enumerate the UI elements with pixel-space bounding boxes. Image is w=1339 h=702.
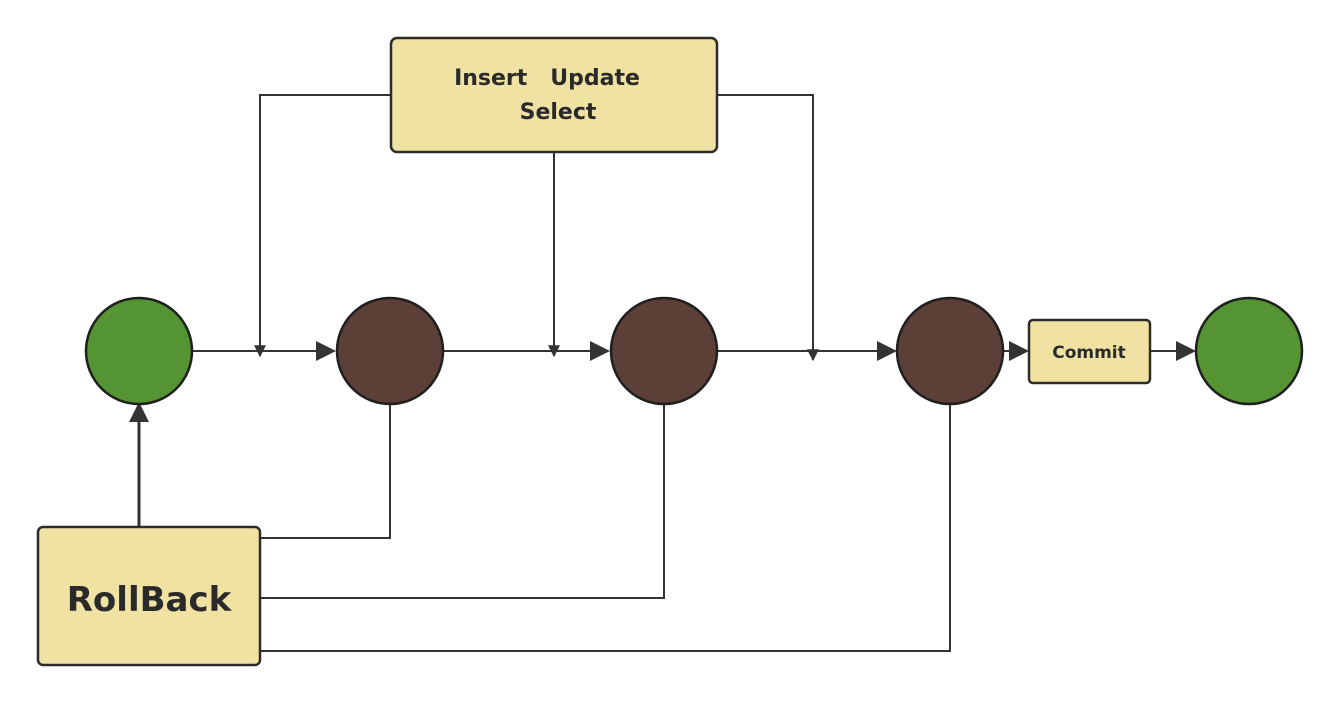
commit-box [1027,318,1152,385]
commit-label: Commit [1052,343,1126,363]
rollback-label: RollBack [67,580,233,620]
end-state-node [1194,296,1304,406]
edge-state3-to-rollback [260,405,951,652]
intermediate-state-node-1 [335,296,445,406]
intermediate-state-node-2 [609,296,719,406]
rollback-box [36,525,262,667]
edge-state1-to-rollback [260,405,391,539]
operations-box [389,36,719,154]
edge-operations-to-flow-left [254,94,391,358]
start-state-node [84,296,194,406]
intermediate-state-node-3 [895,296,1005,406]
edge-operations-to-flow-right [717,94,819,362]
edge-state2-to-rollback [260,405,665,599]
operations-line-1: Insert Update [454,66,640,91]
operations-line-2: Select [520,100,597,125]
